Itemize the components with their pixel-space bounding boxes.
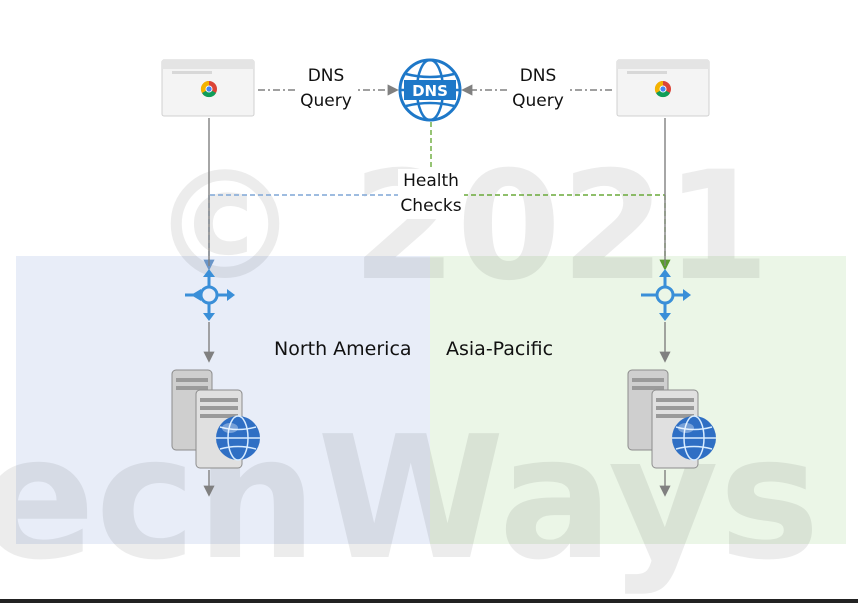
web-server-left-icon — [171, 369, 260, 469]
health-checks-line1: Health — [403, 171, 459, 191]
dns-query-left-line2: Query — [300, 91, 352, 111]
north-america-label: North America — [274, 338, 412, 360]
dns-query-right-line2: Query — [512, 91, 564, 111]
load-balancer-left-icon — [185, 269, 235, 321]
load-balancer-right-icon — [641, 269, 691, 321]
bottom-border — [0, 599, 858, 603]
browser-window-right-icon — [616, 59, 710, 117]
browser-window-left-icon — [161, 59, 255, 117]
dns-query-left-line1: DNS — [307, 66, 345, 86]
dns-query-right-label: DNS Query — [508, 64, 568, 114]
web-server-right-icon — [627, 369, 716, 469]
dns-globe-icon: DNS — [398, 58, 462, 122]
dns-query-right-line1: DNS — [519, 66, 557, 86]
dns-icon-label: DNS — [412, 82, 448, 100]
health-checks-label: Health Checks — [398, 169, 464, 219]
dns-query-left-label: DNS Query — [296, 64, 356, 114]
asia-pacific-label: Asia-Pacific — [446, 338, 554, 360]
health-checks-line2: Checks — [400, 196, 462, 216]
